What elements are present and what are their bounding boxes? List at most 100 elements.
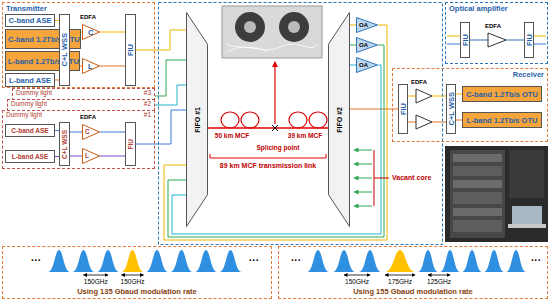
label-holder: 150GHz <box>121 278 145 285</box>
group-heading: Using 155 Gbaud modulation rate <box>353 287 473 296</box>
label-holder: EDFA <box>485 23 501 30</box>
coil <box>221 112 239 128</box>
node-text: C <box>85 27 96 38</box>
amplifier-triangle: OA <box>356 57 378 73</box>
amplifier-label: EDFA <box>80 14 96 21</box>
vacant-core-arrows <box>354 150 372 206</box>
node-text: C+L WSS <box>444 91 459 126</box>
spool-hub <box>244 21 256 33</box>
fiber-connector <box>350 65 356 66</box>
group-heading: #1 <box>144 111 151 119</box>
label-holder: 150GHz <box>345 278 369 285</box>
coil <box>241 112 259 128</box>
ellipsis: ··· <box>531 256 541 266</box>
spectrum-panel: Using 135 Gbaud modulation rate <box>2 246 272 299</box>
label-holder: EDFA <box>80 14 96 21</box>
rack <box>509 150 544 198</box>
spacing-value: 150GHz <box>345 278 369 285</box>
node-text: FIU <box>123 43 138 57</box>
node-text: L-band ASE <box>6 75 54 86</box>
fiber-connector <box>136 30 186 50</box>
splice-mark <box>272 125 278 131</box>
link-bracket <box>210 154 326 158</box>
ellipsis: ··· <box>291 256 301 266</box>
dimension-line <box>385 275 415 276</box>
fiber-length: 39 km MCF <box>288 132 322 139</box>
vacant-arrow <box>354 206 372 207</box>
photo-ground <box>222 6 322 58</box>
amplifier-shape <box>357 58 378 73</box>
channel-bump <box>418 250 438 272</box>
group-heading: Transmitter <box>3 3 154 14</box>
label-holder: EDFA <box>80 114 96 121</box>
channel-bump <box>440 250 460 272</box>
node-text: L-band 1.2Tb/s OTU <box>464 115 541 126</box>
amplifier-shape <box>357 18 378 33</box>
amplifier-triangle: OA <box>356 37 378 53</box>
node-text: FIU <box>127 139 135 149</box>
node-text: OA <box>359 42 368 48</box>
fan-in-shape <box>329 13 350 227</box>
node-text: L <box>85 61 96 72</box>
dimension-line <box>428 275 450 276</box>
node-text: FIFO #2 <box>336 107 343 133</box>
transmitter-group: TransmitterC-band ASEC-band 1.2Tb/s OTUL… <box>2 2 155 88</box>
wss-box: C+L WSS <box>59 14 70 86</box>
fiber-spool-photo <box>222 6 322 58</box>
edfa-triangle: L <box>82 58 100 74</box>
edfa-triangle: L <box>82 148 100 164</box>
fiu-box: FIU <box>125 14 136 86</box>
triangle-outline <box>82 124 100 140</box>
edfa-triangle <box>416 115 432 129</box>
vacant-arrow <box>354 150 372 151</box>
label-holder: 89 km MCF transmission link <box>220 162 316 170</box>
channel-bump <box>307 250 329 272</box>
fiber-connector <box>100 32 125 33</box>
fiu-box: FIU <box>460 22 470 58</box>
channel-bump <box>122 250 144 272</box>
node-text: OA <box>359 62 368 68</box>
laptop-screen <box>512 206 542 224</box>
node-text: C-band ASE <box>5 15 54 26</box>
fiber-connector <box>350 45 356 46</box>
rack-unit <box>453 220 502 232</box>
fiber-connector <box>155 60 186 96</box>
channel-bump <box>48 250 70 272</box>
fiber-connector <box>100 156 125 157</box>
amplifier-shape <box>83 149 100 164</box>
fiu-box: FIU <box>524 22 534 58</box>
node-text: C-band 1.2Tb/s OTU <box>463 89 541 100</box>
node-text: FIU <box>458 33 473 47</box>
fiu-box: FIU <box>125 122 136 166</box>
vacant-arrow <box>354 164 372 165</box>
channel-bump <box>220 250 242 272</box>
amplifier-shape <box>83 25 100 40</box>
otu-box: C-band 1.2Tb/s OTU <box>462 86 542 102</box>
vacant-arrow <box>354 192 372 193</box>
edfa-triangle <box>416 89 432 103</box>
group-heading: Optical amplifier <box>446 3 547 14</box>
channel-bump <box>506 250 526 272</box>
amplifier-label: EDFA <box>411 79 427 86</box>
fiber-connector <box>100 132 125 133</box>
fifo-trapezoid: FIFO #2 <box>328 12 350 227</box>
channel-bump <box>73 250 95 272</box>
channel-bump <box>359 250 381 272</box>
output-line <box>534 36 546 37</box>
edfa-triangle: C <box>82 124 100 140</box>
equipment-rack-photo <box>445 146 548 242</box>
rack-unit <box>453 192 502 204</box>
channel-bump <box>171 250 193 272</box>
core-note: Vacant core <box>392 174 431 182</box>
channel-bump <box>333 250 355 272</box>
spool-hub <box>288 21 300 33</box>
spacing-value: 150GHz <box>84 278 108 285</box>
spectrum-135 <box>48 250 242 272</box>
node-text: FIFO #1 <box>194 107 201 133</box>
spectrum-panel: Using 155 Gbaud modulation rate <box>278 246 548 299</box>
rack-unit <box>453 166 502 176</box>
ase-source-box: C-band ASE <box>5 14 55 27</box>
dimension-line <box>122 275 144 276</box>
spacing-value: 125GHz <box>427 278 451 285</box>
amplifier-shape <box>83 125 100 140</box>
